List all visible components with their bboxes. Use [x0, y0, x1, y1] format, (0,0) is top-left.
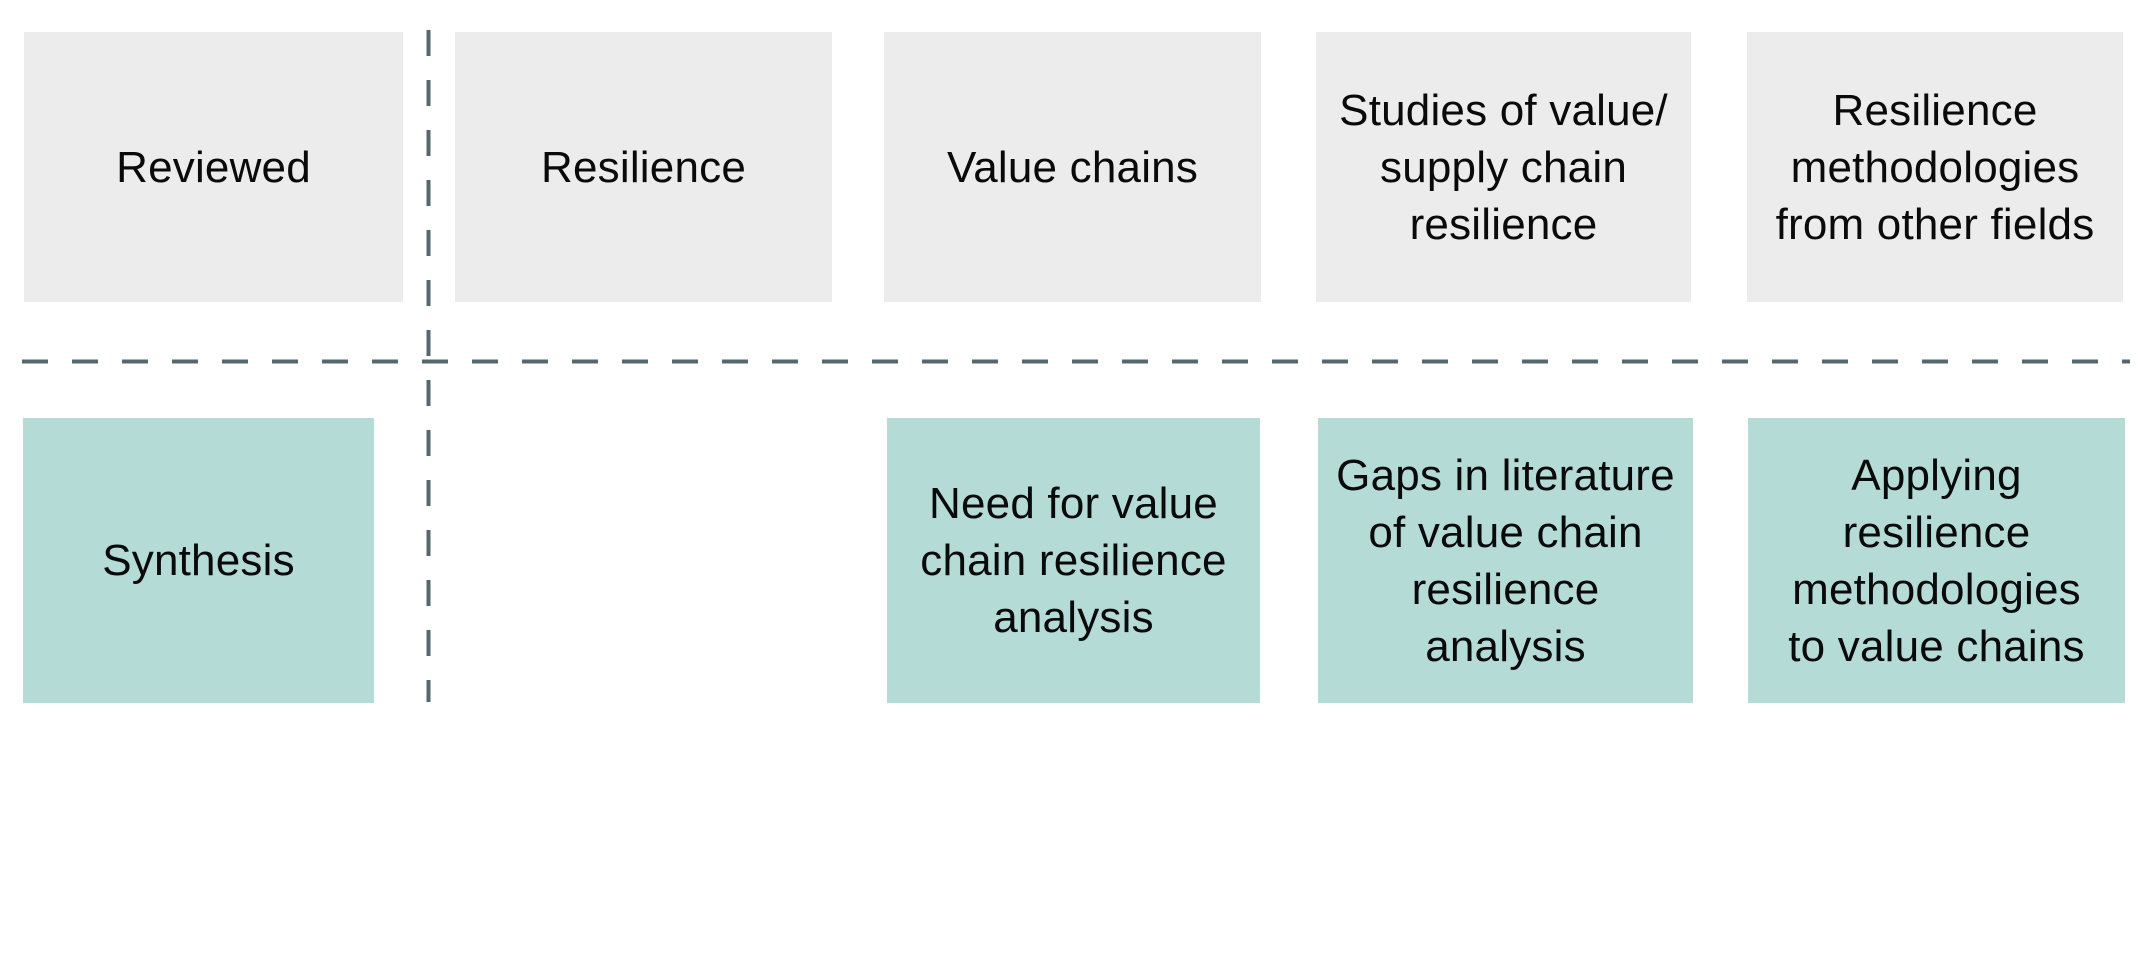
reviewed-studies-box: Studies of value/ supply chain resilienc…: [1316, 32, 1691, 302]
synthesis-applying-box: Applying resilience methodologies to val…: [1748, 418, 2125, 703]
synthesis-applying-label: Applying resilience methodologies to val…: [1788, 450, 2085, 671]
synthesis-row-header-label: Synthesis: [102, 536, 295, 585]
synthesis-gaps-box: Gaps in literature of value chain resili…: [1318, 418, 1693, 703]
reviewed-row-header-label: Reviewed: [116, 142, 311, 192]
reviewed-value-chains-box: Value chains: [884, 32, 1261, 302]
synthesis-gaps-label: Gaps in literature of value chain resili…: [1336, 450, 1675, 671]
reviewed-studies-label: Studies of value/ supply chain resilienc…: [1339, 85, 1668, 249]
synthesis-row-header-box: Synthesis: [23, 418, 374, 703]
synthesis-need-box: Need for value chain resilience analysis: [887, 418, 1260, 703]
synthesis-need-label: Need for value chain resilience analysis: [920, 479, 1227, 642]
reviewed-value-chains-label: Value chains: [946, 142, 1199, 192]
reviewed-methodologies-label: Resilience methodologies from other fiel…: [1775, 85, 2095, 249]
reviewed-row-header-box: Reviewed: [24, 32, 403, 302]
reviewed-methodologies-box: Resilience methodologies from other fiel…: [1747, 32, 2123, 302]
reviewed-resilience-label: Resilience: [541, 142, 746, 192]
reviewed-resilience-box: Resilience: [455, 32, 832, 302]
